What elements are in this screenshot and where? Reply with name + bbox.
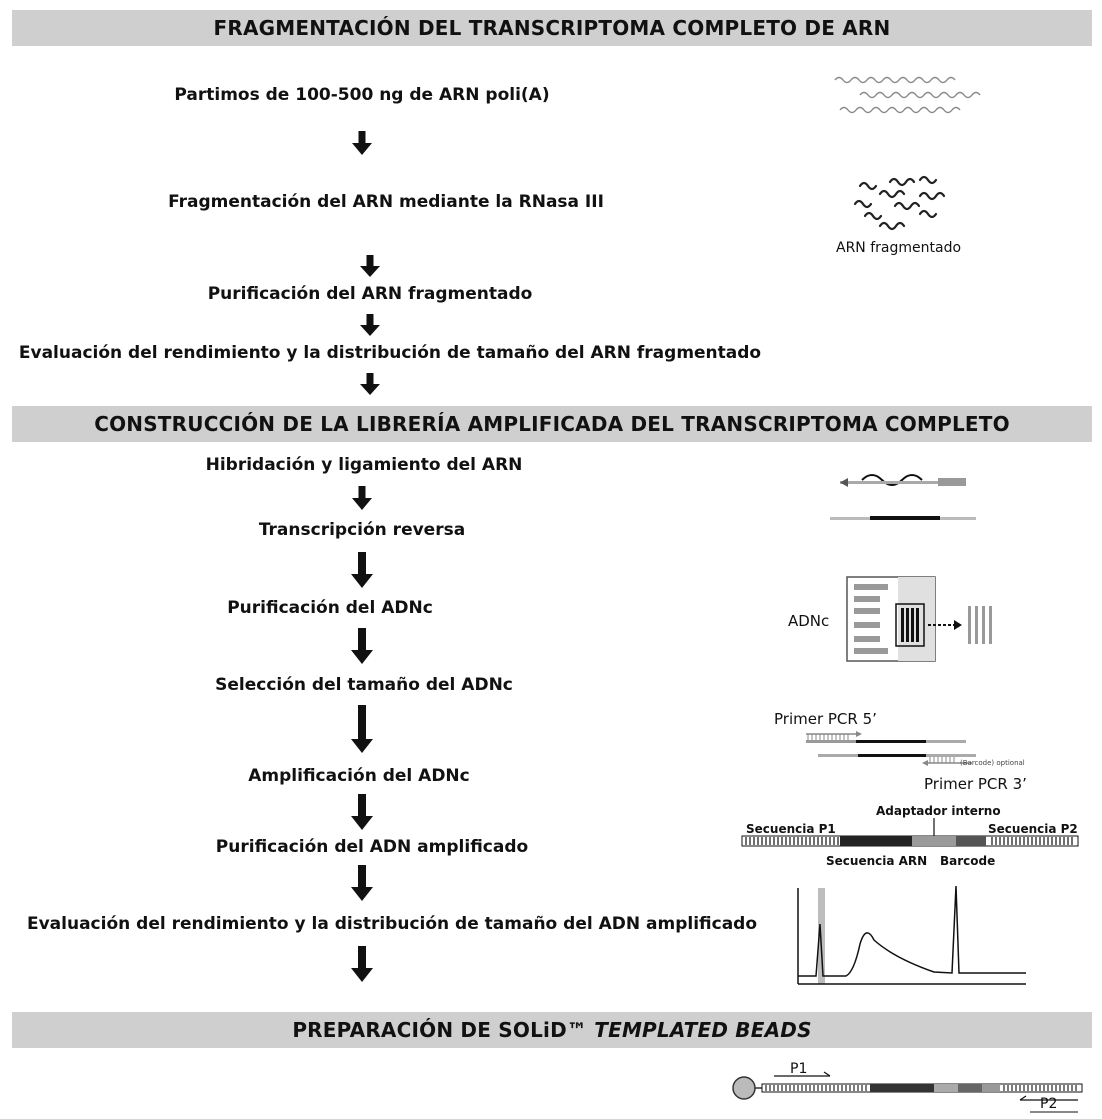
intact-rna-figure [834, 76, 981, 114]
fragmented-rna-figure [853, 175, 946, 231]
bead-icon [732, 1076, 756, 1100]
hybridization-ligation-figure [830, 474, 976, 520]
cdna-gel-figure [846, 576, 992, 662]
step-hybridization: Hibridación y ligamiento del ARN [205, 455, 523, 475]
down-arrow-icon [360, 373, 380, 395]
p1-sequence-label: Secuencia P1 [746, 822, 836, 836]
down-arrow-icon [351, 628, 373, 664]
library-construct-figure [741, 818, 1079, 847]
rna-strand [839, 106, 961, 114]
p2-sequence-label: Secuencia P2 [988, 822, 1078, 836]
primer-5-label: Primer PCR 5’ [774, 710, 877, 728]
step-purify-cdna: Purificación del ADNc [227, 598, 433, 618]
cdna-label: ADNc [788, 612, 830, 630]
p2-primer-label: P2 [1040, 1096, 1058, 1112]
step-size-selection: Selección del tamaño del ADNc [215, 675, 513, 695]
rna-strand [859, 91, 981, 99]
rna-sequence-label: Secuencia ARN [826, 854, 928, 868]
step-reverse-transcription: Transcripción reversa [258, 520, 466, 540]
down-arrow-icon [351, 552, 373, 588]
down-arrow-icon [360, 255, 380, 277]
p1-primer-label: P1 [790, 1061, 808, 1077]
step-starting-rna: Partimos de 100-500 ng de ARN poli(A) [174, 85, 550, 105]
step-evaluate-amplified-dna: Evaluación del rendimiento y la distribu… [26, 914, 758, 934]
step-purify-amplified-dna: Purificación del ADN amplificado [215, 837, 529, 857]
step-evaluate-fragmented-rna: Evaluación del rendimiento y la distribu… [18, 343, 762, 363]
barcode-label: Barcode [940, 854, 996, 868]
section-header-templated-beads: PREPARACIÓN DE SOLiD™ TEMPLATED BEADS [12, 1012, 1092, 1048]
fragmented-rna-label: ARN fragmentado [836, 240, 962, 256]
rna-strand [834, 76, 956, 84]
section-title: CONSTRUCCIÓN DE LA LIBRERÍA AMPLIFICADA … [94, 412, 1010, 436]
barcode-optional-label: (Barcode) optional [960, 759, 1025, 767]
section-title: PREPARACIÓN DE SOLiD™ TEMPLATED BEADS [292, 1018, 812, 1042]
step-amplify-cdna: Amplificación del ADNc [248, 766, 470, 786]
size-distribution-trace-figure [797, 885, 1026, 985]
section-header-library: CONSTRUCCIÓN DE LA LIBRERÍA AMPLIFICADA … [12, 406, 1092, 442]
down-arrow-icon [351, 705, 373, 753]
down-arrow-icon [351, 865, 373, 901]
down-arrow-icon [352, 486, 372, 510]
down-arrow-icon [351, 794, 373, 830]
down-arrow-icon [352, 131, 372, 155]
down-arrow-icon [360, 314, 380, 336]
templated-bead-figure [732, 1071, 1083, 1113]
internal-adapter-label: Adaptador interno [876, 804, 1001, 818]
section-title: FRAGMENTACIÓN DEL TRANSCRIPTOMA COMPLETO… [213, 16, 891, 40]
down-arrow-icon [351, 946, 373, 982]
pcr-amplification-figure [806, 731, 976, 766]
step-rnase-fragmentation: Fragmentación del ARN mediante la RNasa … [168, 192, 604, 212]
section-header-fragmentation: FRAGMENTACIÓN DEL TRANSCRIPTOMA COMPLETO… [12, 10, 1092, 46]
step-purify-fragmented-rna: Purificación del ARN fragmentado [207, 284, 533, 304]
primer-3-label: Primer PCR 3’ [924, 775, 1027, 793]
